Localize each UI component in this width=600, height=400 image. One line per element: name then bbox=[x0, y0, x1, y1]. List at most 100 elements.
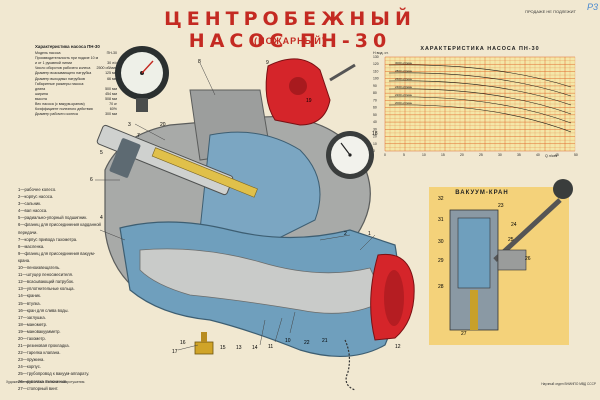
legend-item: 6—фланец для присоединения карданной пер… bbox=[18, 222, 101, 235]
chart-y-label: Н вод. ст. bbox=[373, 51, 389, 55]
spec-row-12: Диаметр рабочего колеса 300 мм bbox=[35, 112, 117, 117]
inlet-cap-icon bbox=[370, 253, 415, 341]
spec-row-2: и от 1 рукавной линии 30 л/с bbox=[35, 61, 117, 66]
callout-8: 8 bbox=[198, 59, 201, 65]
legend-item: 8—масленка. bbox=[18, 243, 45, 249]
chart-y-tick: 90 bbox=[373, 84, 377, 88]
chart-y-tick: 110 bbox=[373, 69, 379, 73]
valve-callout: 24 bbox=[511, 222, 517, 228]
legend-item: 15—втулка. bbox=[18, 300, 41, 306]
chart-series-label: 2400 об/мин bbox=[395, 85, 412, 89]
spec-value: 500 мм bbox=[105, 86, 117, 91]
leader-lines bbox=[95, 62, 376, 351]
chart-y-tick: 60 bbox=[373, 106, 377, 110]
pump-shaft bbox=[96, 124, 258, 198]
spec-value: 70 кг bbox=[109, 102, 117, 107]
chart-y-tick: 20 bbox=[373, 135, 377, 139]
callout-15: 15 bbox=[220, 345, 226, 351]
spec-label: Диаметр рабочего колеса bbox=[35, 112, 78, 117]
legend-item: 26—рукоятка включения. bbox=[18, 378, 68, 384]
legend-item: 27—стопорный винт. bbox=[18, 385, 59, 391]
valve-callout: 28 bbox=[438, 284, 444, 290]
chain-icon bbox=[344, 339, 356, 391]
legend-item: 3—сальник. bbox=[18, 201, 42, 207]
spec-value: 125 мм bbox=[105, 71, 117, 76]
callout-4: 4 bbox=[100, 215, 103, 221]
chart-series-line bbox=[388, 64, 572, 88]
chart-y-tick: 30 bbox=[373, 127, 377, 131]
chart-y-tick: 130 bbox=[373, 55, 379, 59]
valve-insert bbox=[457, 217, 491, 289]
legend-item: 23—пружина. bbox=[18, 357, 45, 363]
spec-value: 300 мм bbox=[105, 112, 117, 117]
corner-mark: P3 bbox=[586, 2, 598, 12]
chart-y-tick: 40 bbox=[373, 120, 377, 124]
spec-label: Вес насоса (с вакуум-краном) bbox=[35, 102, 85, 107]
callout-17: 17 bbox=[172, 349, 178, 355]
callout-19: 19 bbox=[306, 98, 312, 104]
callout-14: 14 bbox=[252, 345, 258, 351]
spec-value: 60% bbox=[109, 107, 117, 112]
legend-item: 19—мановакуумметр. bbox=[18, 328, 61, 334]
spec-row-6: Габаритные размеры насоса: bbox=[35, 82, 117, 87]
spec-table: Характеристика насоса ПН-30 Модель насос… bbox=[35, 44, 117, 117]
chart-x-tick: 40 bbox=[536, 153, 540, 157]
chart-x-tick: 45 bbox=[555, 153, 559, 157]
spec-label: Число оборотов рабочего колеса bbox=[35, 66, 91, 71]
chart-series-line bbox=[388, 72, 572, 97]
callout-5: 5 bbox=[100, 150, 103, 156]
legend-item: 12—всасывающий патрубок. bbox=[18, 279, 75, 285]
spec-value: 508 мм bbox=[105, 96, 117, 101]
legend-item: 24—корпус. bbox=[18, 364, 41, 370]
chart-y-tick: 120 bbox=[373, 62, 379, 66]
chart-series-line bbox=[388, 96, 572, 124]
spec-label: высота bbox=[35, 96, 47, 101]
drain-cock-icon bbox=[194, 332, 214, 355]
valve-callout: 23 bbox=[498, 203, 504, 209]
callout-7: 7 bbox=[137, 133, 140, 139]
spec-label: Диаметр выходных патрубков bbox=[35, 76, 85, 81]
legend-item: 5—радиально-упорный подшипник. bbox=[18, 215, 88, 221]
valve-callout: 27 bbox=[461, 331, 467, 337]
spec-value: 30 л/с bbox=[107, 61, 117, 66]
chart-y-tick: 100 bbox=[373, 77, 379, 81]
spec-label: Габаритные размеры насоса: bbox=[35, 81, 85, 86]
callout-22: 22 bbox=[304, 340, 310, 346]
chart-series-line bbox=[388, 104, 572, 133]
poster-title: ЦЕНТРОБЕЖНЫЙ НАСОС ПН-30 bbox=[164, 8, 416, 52]
chart-title: ХАРАКТЕРИСТИКА НАСОСА ПН-30 bbox=[420, 46, 540, 52]
spec-row-3: Число оборотов рабочего колеса 2500 об/ми… bbox=[35, 66, 117, 71]
chart-y-tick: 50 bbox=[373, 113, 377, 117]
chart-y-tick: 80 bbox=[373, 91, 377, 95]
chart-x-tick: 35 bbox=[517, 153, 521, 157]
footer-right: Научный отдел ВНИИПО МВД СССР bbox=[541, 382, 596, 386]
poster-subtitle: (ПОЖАРНЫЙ) bbox=[254, 36, 326, 46]
chart-series-line bbox=[388, 80, 572, 106]
chart-x-tick: 5 bbox=[403, 153, 405, 157]
valve-callout: 26 bbox=[525, 256, 531, 262]
spec-value: 2500 об/мин bbox=[96, 66, 117, 71]
chart-x-tick: 0 bbox=[384, 153, 386, 157]
outlet-valve-icon bbox=[265, 58, 356, 126]
chart-x-tick: 10 bbox=[422, 153, 426, 157]
chart-series-label: 2200 об/мин bbox=[395, 93, 412, 97]
chart-y-tick: 10 bbox=[373, 142, 377, 146]
spec-label: длина bbox=[35, 86, 46, 91]
chart-series-label: 3000 об/мин bbox=[395, 61, 412, 65]
legend-item: 13—уплотнительные кольца. bbox=[18, 286, 75, 292]
spec-row-4: Диаметр всасывающего патрубка 125 мм bbox=[35, 71, 117, 76]
callout-6: 6 bbox=[90, 177, 93, 183]
legend-item: 7—корпус привода тахометра. bbox=[18, 236, 78, 242]
spec-label: Диаметр всасывающего патрубка bbox=[35, 71, 92, 76]
chart-x-tick: 25 bbox=[479, 153, 483, 157]
spec-label: ширина bbox=[35, 91, 48, 96]
spec-value: 66 мм bbox=[107, 76, 117, 81]
spec-label: и от 1 рукавной линии bbox=[35, 61, 72, 66]
valve-callout: 32 bbox=[438, 196, 444, 202]
chart-series-label: 2800 об/мин bbox=[395, 69, 412, 73]
